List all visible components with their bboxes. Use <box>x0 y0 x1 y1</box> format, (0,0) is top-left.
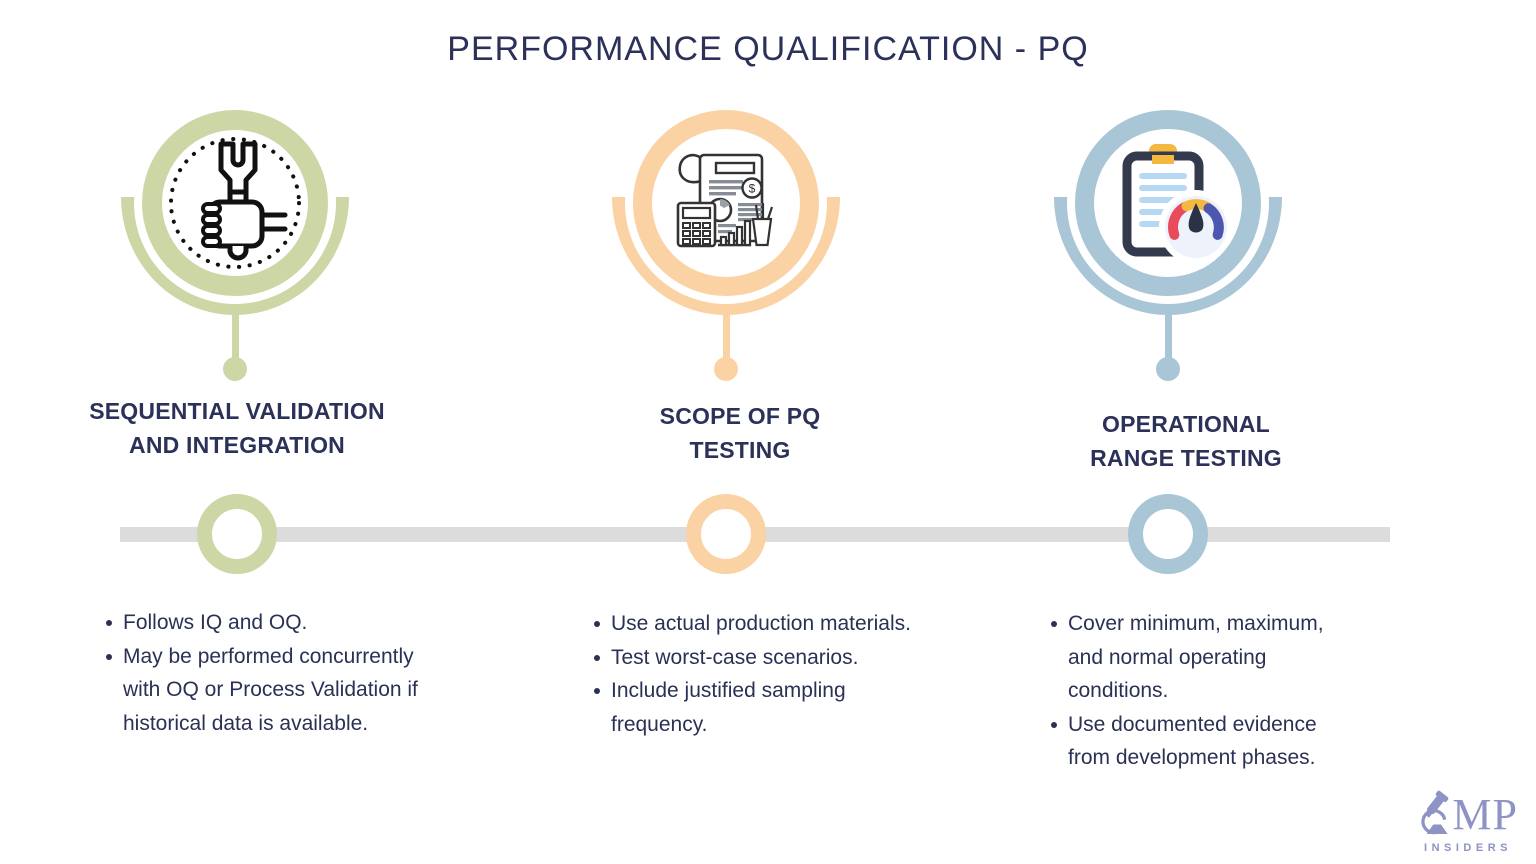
microscope-icon <box>1421 790 1449 835</box>
bubble-end-dot <box>223 357 247 381</box>
bubble-circle <box>142 110 328 296</box>
list-item: Test worst-case scenarios. <box>588 641 933 675</box>
bubble-stem <box>1165 314 1172 360</box>
list-item: Use actual production materials. <box>588 607 933 641</box>
bubble-end-dot <box>1156 357 1180 381</box>
logo-text-insiders: INSIDERS <box>1424 842 1512 854</box>
bullet-list-sequential-validation: Follows IQ and OQ. May be performed conc… <box>100 606 456 740</box>
heading-line: RANGE TESTING <box>1090 445 1282 471</box>
heading-line: SEQUENTIAL VALIDATION <box>89 398 385 424</box>
bubble-end-dot <box>714 357 738 381</box>
gmp-insiders-logo: MP INSIDERS <box>1418 789 1518 854</box>
bubble-circle <box>1075 110 1261 296</box>
timeline-node-orange <box>686 494 766 574</box>
heading-operational-range: OPERATIONAL RANGE TESTING <box>996 407 1376 475</box>
bullet-list-scope-of-pq: Use actual production materials. Test wo… <box>588 607 933 741</box>
heading-sequential-validation: SEQUENTIAL VALIDATION AND INTEGRATION <box>47 394 427 462</box>
logo-text-mp: MP <box>1452 790 1518 839</box>
heading-line: SCOPE OF PQ <box>659 403 821 429</box>
svg-text:$: $ <box>749 182 756 196</box>
heading-scope-of-pq: SCOPE OF PQ TESTING <box>550 399 930 467</box>
page-title: PERFORMANCE QUALIFICATION - PQ <box>447 30 1089 68</box>
wrench-in-hand-icon <box>169 137 301 269</box>
clipboard-gauge-icon <box>1122 144 1233 264</box>
list-item: Follows IQ and OQ. <box>100 606 456 640</box>
list-item: Cover minimum, maximum, and normal opera… <box>1045 607 1335 708</box>
heading-line: TESTING <box>689 437 791 463</box>
list-item: May be performed concurrently with OQ or… <box>100 640 456 741</box>
bubble-stem <box>723 314 730 360</box>
list-item: Use documented evidence from development… <box>1045 708 1335 775</box>
timeline-node-blue <box>1128 494 1208 574</box>
bubble-stem <box>232 314 239 360</box>
bullet-list-operational-range: Cover minimum, maximum, and normal opera… <box>1045 607 1335 775</box>
timeline-node-green <box>197 494 277 574</box>
list-item: Include justified sampling frequency. <box>588 674 933 741</box>
heading-line: OPERATIONAL <box>1102 411 1270 437</box>
financial-report-icon: $ <box>676 153 774 248</box>
bubble-circle: $ <box>633 110 819 296</box>
heading-line: AND INTEGRATION <box>129 432 345 458</box>
